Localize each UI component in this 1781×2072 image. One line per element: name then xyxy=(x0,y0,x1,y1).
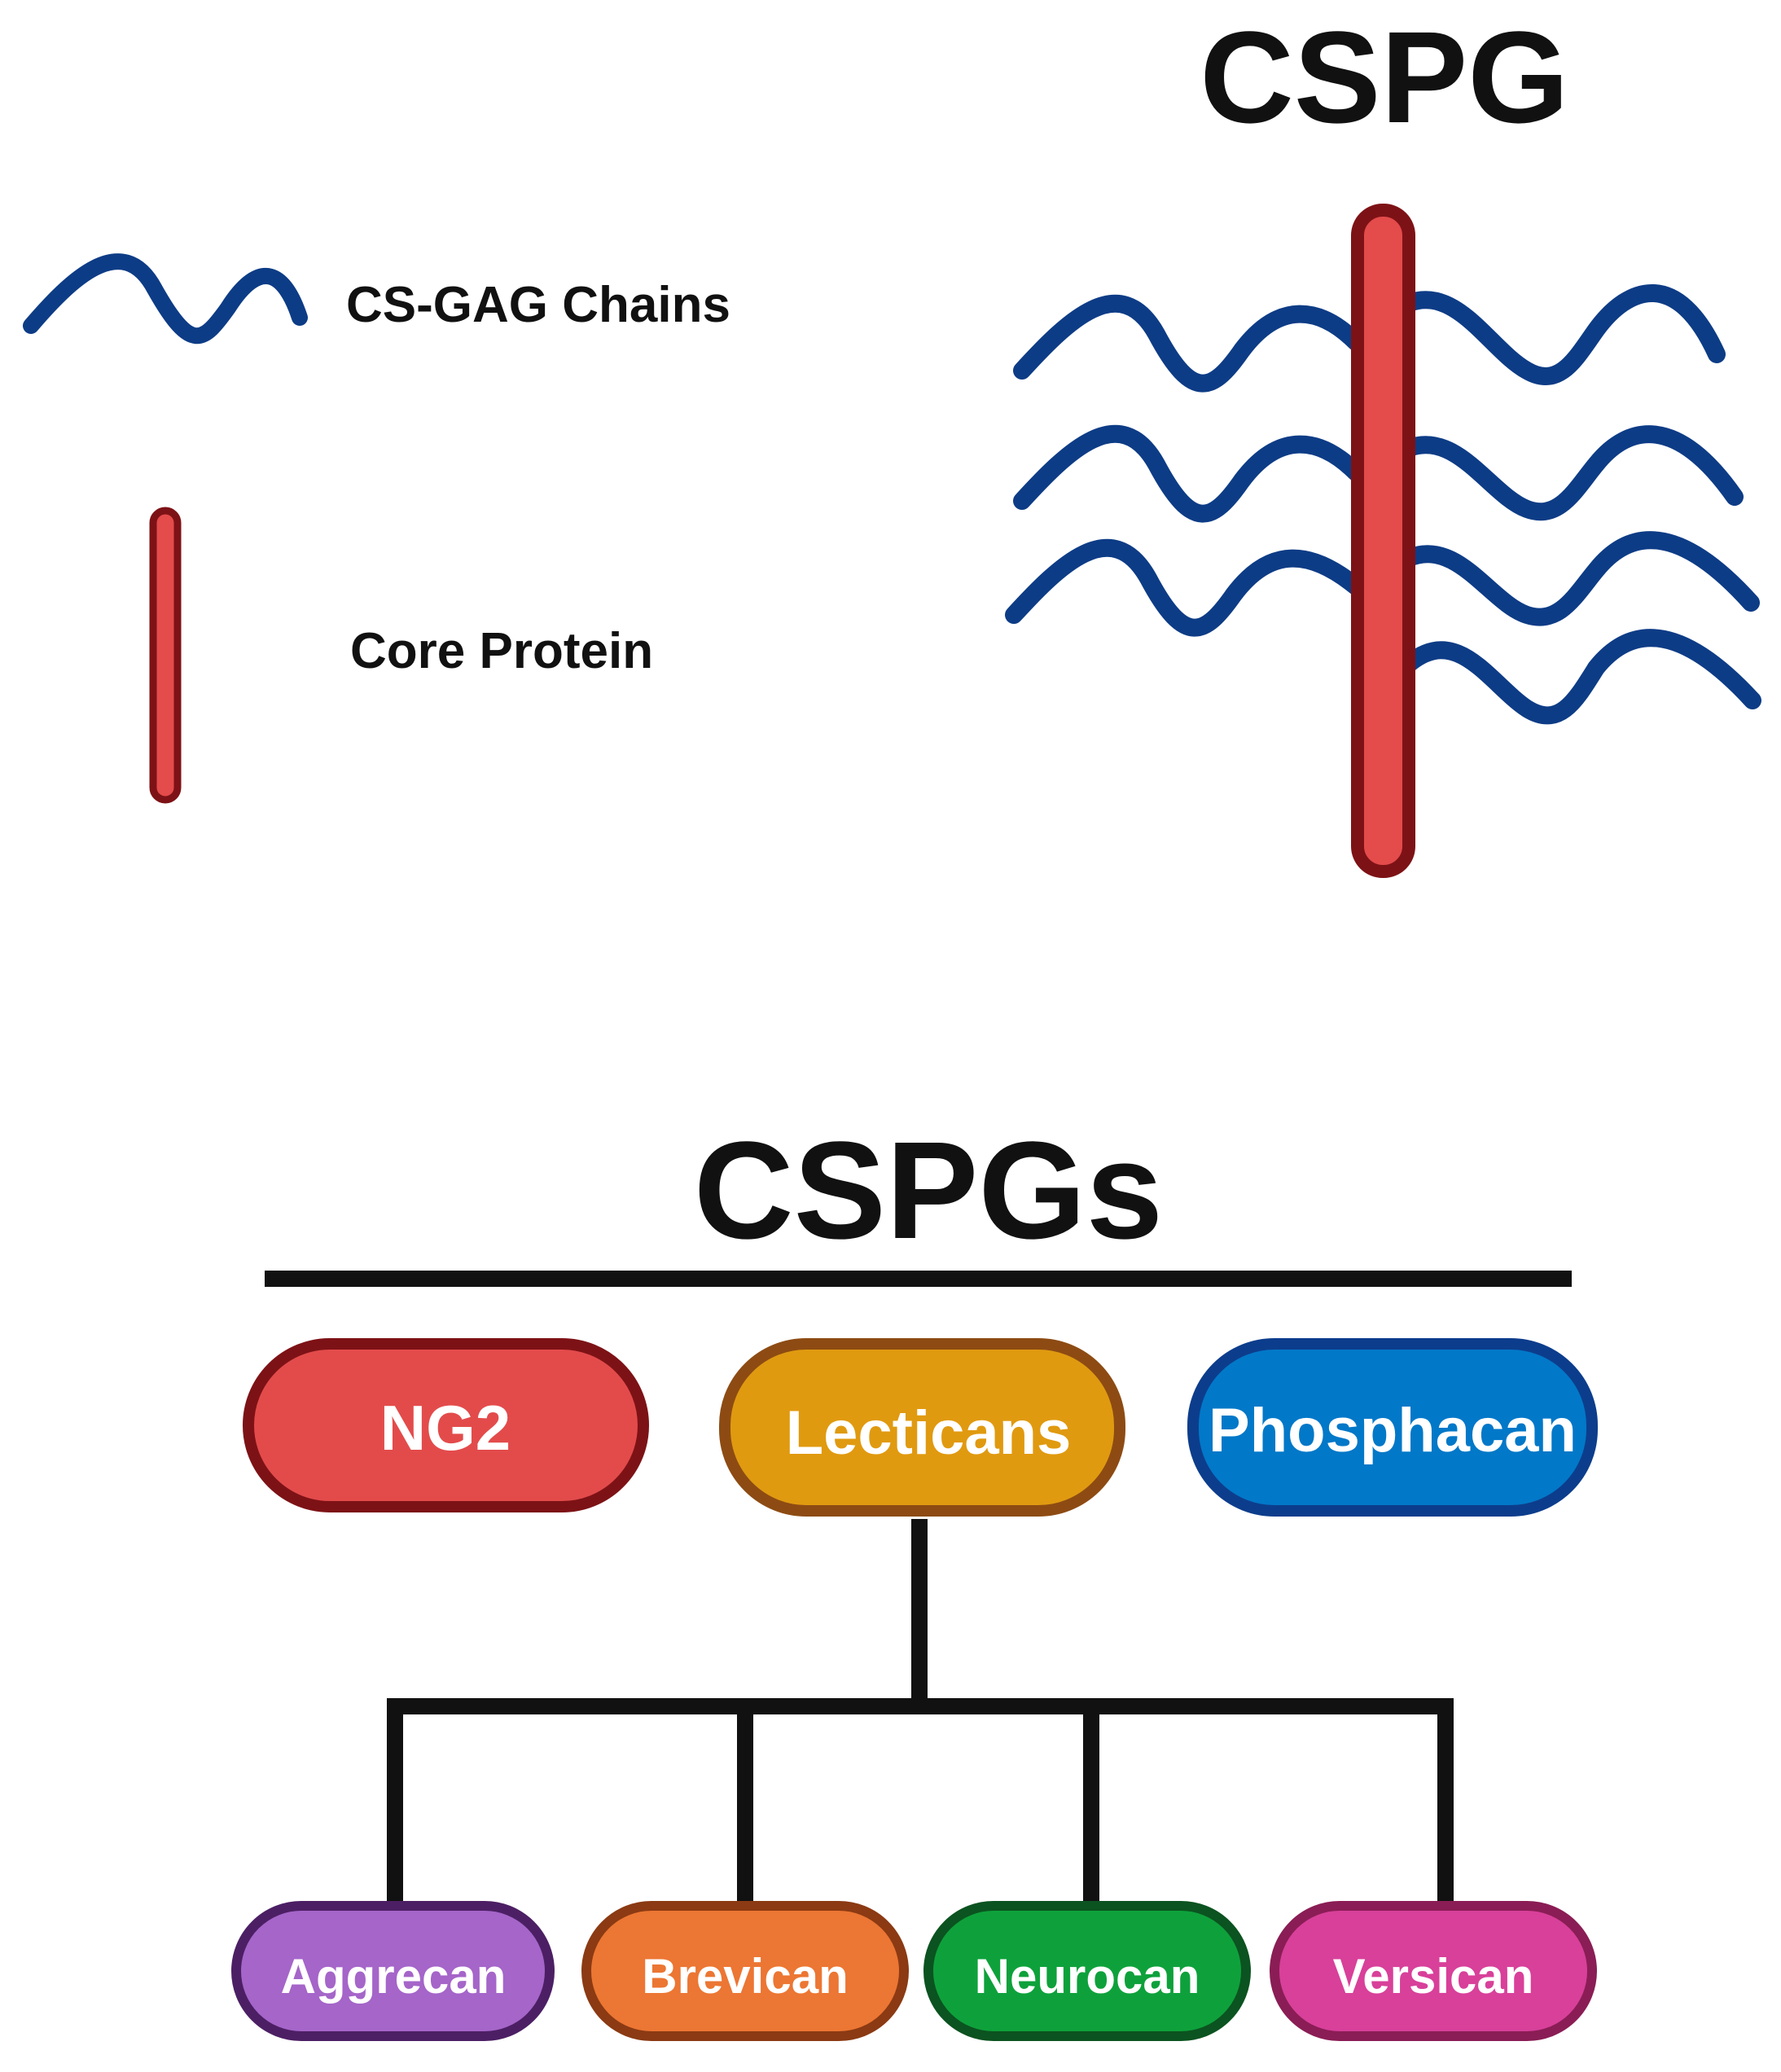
ng2-label: NG2 xyxy=(380,1392,511,1464)
gag-chain-legend-icon xyxy=(23,253,308,345)
core-protein-legend-label: Core Protein xyxy=(350,623,653,679)
neurocan-pill xyxy=(923,1901,1251,2041)
cspgs-title: CSPGs xyxy=(694,1113,1163,1268)
gag-chain-left-3 xyxy=(1005,538,1365,637)
cspg-molecule: CSPG xyxy=(1005,4,1761,878)
title-underline xyxy=(265,1271,1572,1287)
subfamily-bar xyxy=(387,1698,1454,1714)
connectors xyxy=(387,1519,1454,1910)
aggrecan-pill xyxy=(231,1901,555,2041)
versican-label: Versican xyxy=(1333,1949,1534,2004)
brevican-drop xyxy=(737,1706,753,1910)
brevican-label: Brevican xyxy=(642,1949,848,2004)
lecticans-label: Lecticans xyxy=(786,1398,1072,1468)
core-protein xyxy=(1351,204,1415,878)
gag-chains xyxy=(1005,284,1761,725)
gag-chain-legend-label: CS-GAG Chains xyxy=(346,277,730,333)
cspg-title: CSPG xyxy=(1200,4,1568,150)
gag-chain-left-1 xyxy=(1013,294,1365,393)
brevican-pill xyxy=(581,1901,909,2041)
gag-chain-right-2 xyxy=(1400,425,1744,521)
aggrecan-label: Aggrecan xyxy=(281,1949,507,2004)
ng2-pill xyxy=(243,1338,649,1512)
family-phosphacan: Phosphacan xyxy=(1187,1338,1598,1517)
gag-chain-right-1 xyxy=(1400,284,1726,385)
cspg-hierarchy: CSPGs NG2 Lecticans Phosphacan Aggreca xyxy=(231,1113,1598,2041)
phosphacan-pill xyxy=(1187,1338,1598,1517)
family-ng2: NG2 xyxy=(243,1338,649,1512)
legend: CS-GAG Chains Core Protein xyxy=(23,253,730,804)
family-lecticans: Lecticans xyxy=(719,1338,1125,1517)
lecticans-pill xyxy=(719,1338,1125,1517)
core-protein-legend-icon xyxy=(149,507,182,804)
lectican-brevican: Brevican xyxy=(581,1901,909,2041)
lectican-aggrecan: Aggrecan xyxy=(231,1901,555,2041)
versican-pill xyxy=(1270,1901,1597,2041)
lecticans-stem xyxy=(911,1519,928,1702)
aggrecan-drop xyxy=(387,1706,403,1910)
gag-chain-left-2 xyxy=(1013,424,1365,523)
phosphacan-label: Phosphacan xyxy=(1209,1396,1577,1465)
lectican-neurocan: Neurocan xyxy=(923,1901,1251,2041)
neurocan-label: Neurocan xyxy=(975,1949,1200,2004)
gag-chain-right-3 xyxy=(1400,531,1760,626)
neurocan-drop xyxy=(1083,1706,1099,1910)
gag-chain-right-4 xyxy=(1400,629,1761,725)
versican-drop xyxy=(1437,1706,1454,1910)
lectican-versican: Versican xyxy=(1270,1901,1597,2041)
